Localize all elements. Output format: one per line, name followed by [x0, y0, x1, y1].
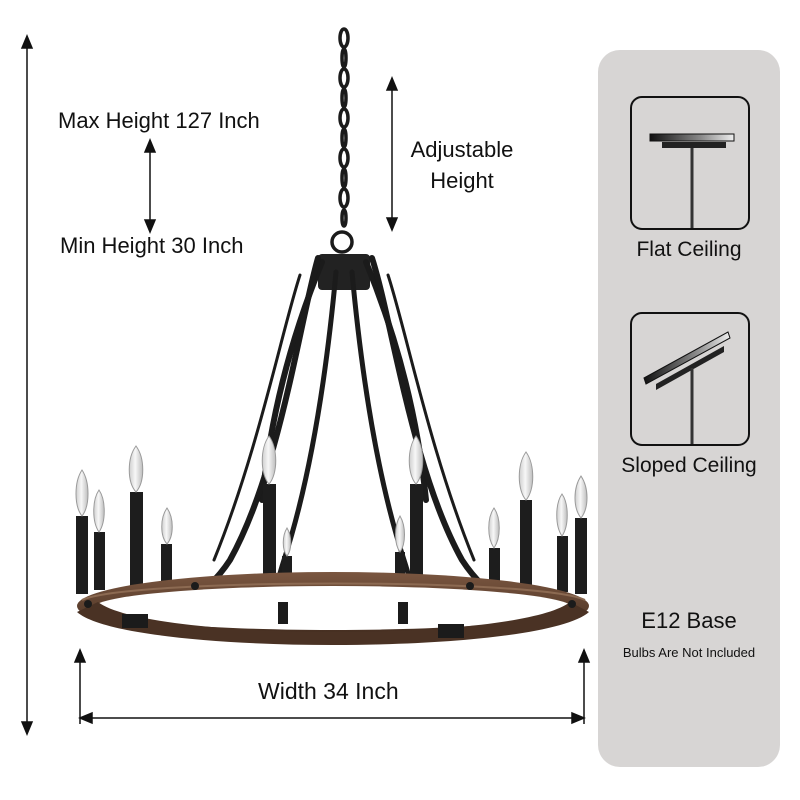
bulbs-note: Bulbs Are Not Included [622, 645, 756, 660]
hanging-chain [330, 27, 354, 254]
sloped-ceiling-caption: Sloped Ceiling [621, 454, 757, 477]
overall-height-arrow [20, 34, 34, 736]
flat-ceiling-icon [630, 96, 750, 230]
candelabra-bulbs [75, 435, 588, 557]
adjustable-label-line1: Adjustable [410, 137, 514, 162]
adjustable-height-label: Adjustable Height [394, 134, 530, 196]
width-arrow [73, 648, 591, 725]
sloped-ceiling-icon [630, 312, 750, 446]
candle-sleeves [76, 484, 587, 598]
adjustable-label-line2: Height [430, 168, 494, 193]
height-range-arrow [143, 138, 157, 234]
max-height-label: Max Height 127 Inch [58, 108, 260, 133]
wooden-ring [77, 572, 589, 645]
base-type-label: E12 Base [641, 608, 737, 633]
flat-ceiling-caption: Flat Ceiling [636, 238, 742, 261]
min-height-label: Min Height 30 Inch [60, 233, 244, 258]
adjustable-height-arrow [385, 76, 399, 232]
width-label: Width 34 Inch [258, 678, 399, 704]
